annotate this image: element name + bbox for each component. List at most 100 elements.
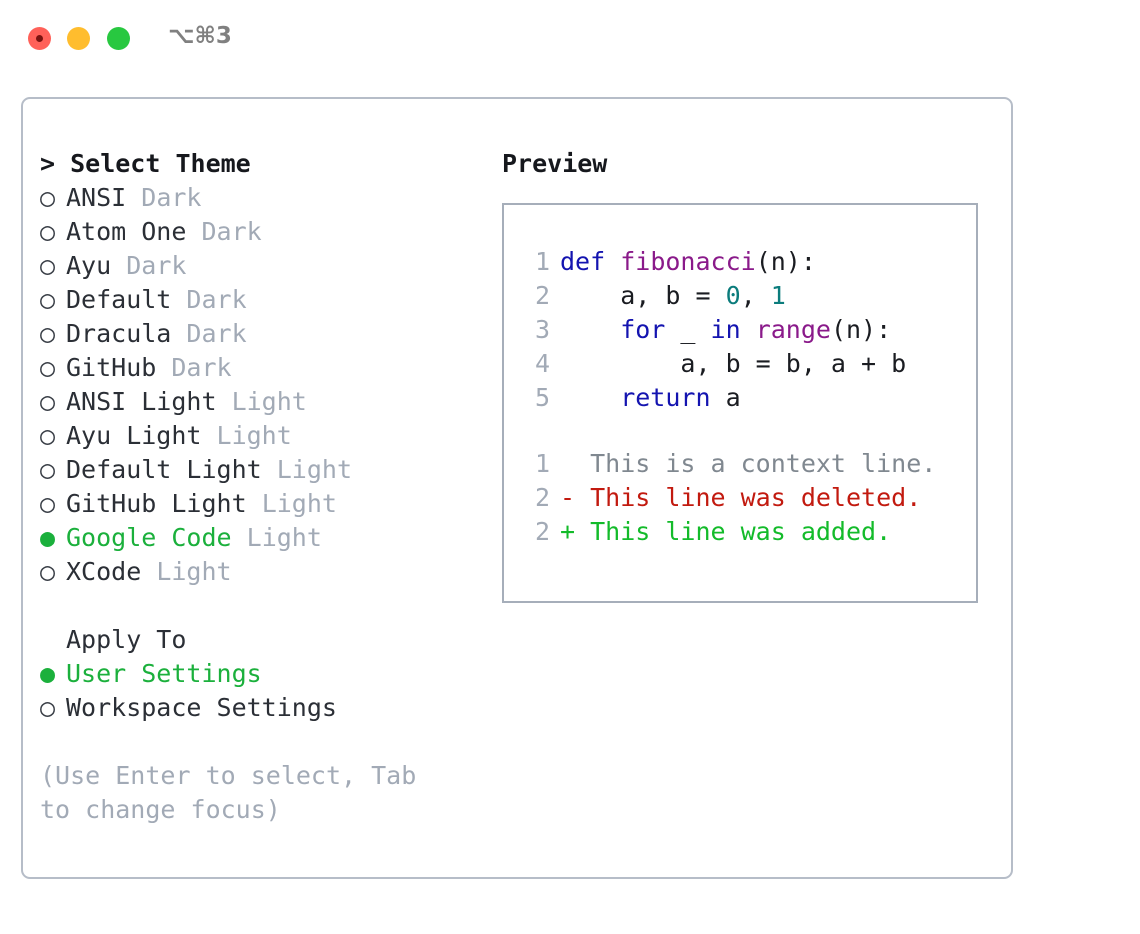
code-token: a, b = [560,281,726,310]
radio-unselected-icon[interactable]: ○ [40,489,56,518]
theme-option-name: Google Code [66,523,232,552]
line-number: 2 [534,281,550,310]
theme-option-category: Dark [126,251,187,280]
code-line: 2 a, b = 0, 1 [504,279,976,313]
radio-unselected-icon[interactable]: ○ [40,693,56,722]
apply-to-option-label: Workspace Settings [66,693,337,722]
theme-option[interactable]: ○Ayu Light Light [40,419,480,453]
theme-option[interactable]: ○ANSI Light Light [40,385,480,419]
code-token: (n): [755,247,816,276]
theme-option-category: Dark [186,285,247,314]
diff-marker [560,449,575,478]
radio-unselected-icon[interactable]: ○ [40,353,56,382]
code-line: 5 return a [504,381,976,415]
code-line: 1 def fibonacci(n): [504,245,976,279]
radio-unselected-icon[interactable]: ○ [40,285,56,314]
apply-to-option[interactable]: ● User Settings [40,657,480,691]
theme-option-name: Default Light [66,455,262,484]
code-token: 1 [770,281,786,310]
diff-sample: 1 This is a context line.2- This line wa… [504,447,976,549]
theme-option-name: Ayu Light [66,421,202,450]
apply-to-list: ● User Settings ○ Workspace Settings [40,657,480,725]
theme-option-name: GitHub Light [66,489,247,518]
theme-option-category: Light [246,523,322,552]
code-token: 0 [725,281,741,310]
code-token: fibonacci [620,247,756,276]
line-number: 4 [534,349,550,378]
diff-text: This line was added. [575,517,892,546]
theme-option-name: Atom One [66,217,187,246]
diff-text: This line was deleted. [575,483,922,512]
radio-unselected-icon[interactable]: ○ [40,251,56,280]
theme-option-name: Ayu [66,251,112,280]
minimize-button[interactable] [67,27,90,50]
code-token: def [560,247,621,276]
theme-option-category: Dark [201,217,262,246]
theme-option-category: Light [156,557,232,586]
code-token: a [725,383,741,412]
theme-option-category: Dark [141,183,202,212]
theme-option[interactable]: ○ Default Light Light [40,453,480,487]
preview-title: Preview [502,149,608,178]
line-number: 3 [534,315,550,344]
code-token: a, b = b, a + b [560,349,907,378]
code-line: 3 for _ in range(n): [504,313,976,347]
radio-unselected-icon[interactable]: ○ [40,183,56,212]
radio-unselected-icon[interactable]: ○ [40,217,56,246]
diff-marker: - [560,483,576,512]
line-number: 2 [534,483,550,512]
title-bar: ⌥⌘3 [0,0,1140,78]
theme-option-category: Dark [171,353,232,382]
apply-to-option[interactable]: ○ Workspace Settings [40,691,480,725]
radio-unselected-icon[interactable]: ○ [40,319,56,348]
radio-selected-icon[interactable]: ● [40,523,56,552]
keyboard-hint: (Use Enter to select, Tab to change focu… [40,761,432,824]
radio-selected-icon[interactable]: ● [40,659,56,688]
theme-option-name: Default [66,285,172,314]
line-number: 1 [534,247,550,276]
theme-option[interactable]: ○XCode Light [40,555,480,589]
radio-unselected-icon[interactable]: ○ [40,421,56,450]
theme-option-category: Dark [186,319,247,348]
theme-option[interactable]: ○ Atom One Dark [40,215,480,249]
apply-to-option-label: User Settings [66,659,262,688]
theme-picker-column: > Select Theme ○ANSI Dark○Atom One Dark○… [40,147,480,827]
maximize-button[interactable] [107,27,130,50]
radio-unselected-icon[interactable]: ○ [40,557,56,586]
code-token: for [560,315,681,344]
theme-option[interactable]: ○ ANSI Dark [40,181,480,215]
theme-option[interactable]: ○ Ayu Dark [40,249,480,283]
theme-option[interactable]: ○ Default Dark [40,283,480,317]
theme-option[interactable]: ○ GitHub Dark [40,351,480,385]
theme-option-category: Light [276,455,352,484]
line-number: 5 [534,383,550,412]
theme-option-name: GitHub [66,353,157,382]
radio-unselected-icon[interactable]: ○ [40,455,56,484]
theme-option-category: Light [231,387,307,416]
line-number: 2 [534,517,550,546]
diff-text: This is a context line. [575,449,937,478]
theme-option[interactable]: ○ Dracula Dark [40,317,480,351]
main-panel: > Select Theme ○ANSI Dark○Atom One Dark○… [21,97,1013,879]
code-token: _ [680,315,711,344]
code-line: 4 a, b = b, a + b [504,347,976,381]
code-token: in [710,315,756,344]
code-token: return [560,383,726,412]
apply-to-header: Apply To [66,625,187,654]
diff-line: 1 This is a context line. [504,447,976,481]
theme-picker-header: > Select Theme [40,149,251,178]
theme-option[interactable]: ○ GitHub Light Light [40,487,480,521]
theme-option-category: Light [261,489,337,518]
theme-option-name: ANSI [66,183,127,212]
theme-option[interactable]: ● Google Code Light [40,521,480,555]
keyboard-shortcut-label: ⌥⌘3 [168,23,232,49]
close-button[interactable] [28,27,51,50]
code-token: , [740,281,771,310]
radio-unselected-icon[interactable]: ○ [40,387,56,416]
theme-option-name: Dracula [66,319,172,348]
diff-line: 2- This line was deleted. [504,481,976,515]
